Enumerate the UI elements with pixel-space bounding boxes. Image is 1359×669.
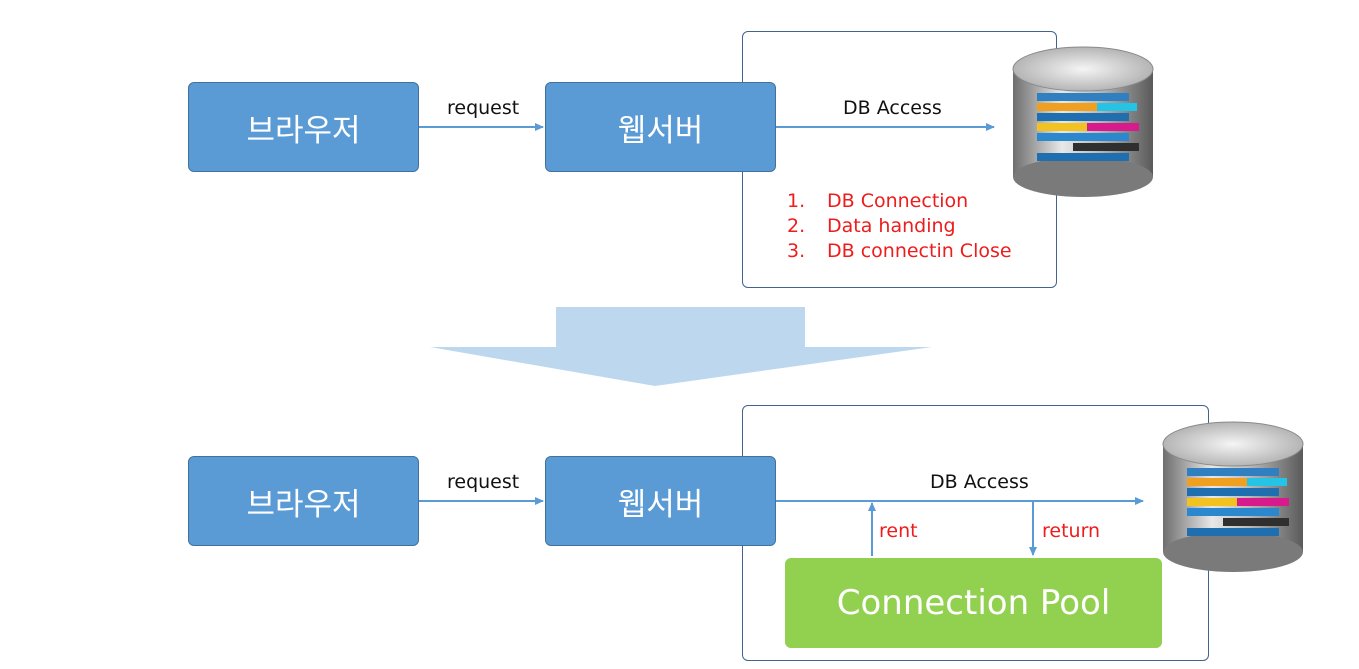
step-text: DB Connection [827, 190, 969, 212]
top-request-label: request [447, 97, 520, 119]
step-text: DB connectin Close [827, 240, 1012, 262]
bottom-request-label: request [447, 471, 520, 493]
connection-pool-node: Connection Pool [785, 558, 1162, 648]
step-text: Data handing [827, 215, 956, 237]
top-webserver-node: 웹서버 [545, 82, 776, 172]
step-number: 1. [787, 190, 806, 212]
connection-pool-label: Connection Pool [836, 583, 1111, 623]
bottom-browser-label: 브라우저 [246, 486, 361, 523]
top-db-access-label: DB Access [843, 97, 942, 119]
top-steps-list: 1. DB Connection 2. Data handing 3. DB c… [787, 189, 1012, 264]
step-item: 1. DB Connection [787, 189, 1012, 214]
database-icon [1012, 46, 1154, 198]
top-browser-node: 브라우저 [188, 82, 419, 172]
return-label: return [1042, 520, 1101, 542]
bottom-webserver-label: 웹서버 [617, 486, 704, 523]
bottom-browser-node: 브라우저 [188, 456, 419, 546]
bottom-webserver-node: 웹서버 [545, 456, 776, 546]
top-webserver-label: 웹서버 [617, 112, 704, 149]
step-item: 3. DB connectin Close [787, 239, 1012, 264]
database-icon [1162, 421, 1304, 573]
step-item: 2. Data handing [787, 214, 1012, 239]
step-number: 2. [787, 215, 806, 237]
step-number: 3. [787, 240, 806, 262]
down-arrow-icon [430, 307, 932, 386]
rent-label: rent [879, 520, 918, 542]
top-browser-label: 브라우저 [246, 112, 361, 149]
bottom-db-access-label: DB Access [930, 471, 1029, 493]
